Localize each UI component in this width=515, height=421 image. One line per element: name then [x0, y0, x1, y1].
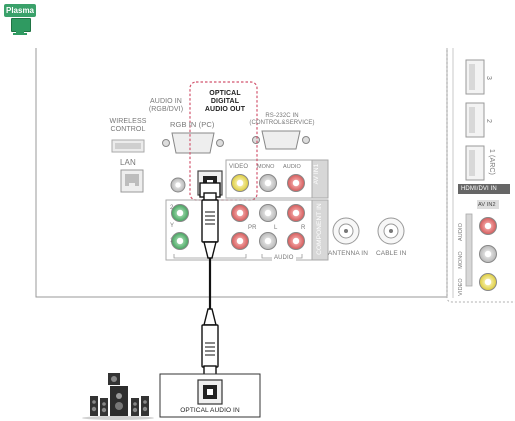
component-y-label: Y	[170, 223, 175, 229]
comp-audio-l-jack	[259, 204, 277, 222]
comp1-pr-jack	[231, 232, 249, 250]
comp1-y-jack	[171, 232, 189, 250]
av1-video-jack	[231, 174, 249, 192]
speaker-system-icon	[82, 373, 154, 420]
plasma-label: Plasma	[4, 4, 36, 17]
tv-back-outline	[35, 48, 447, 298]
mono-label: MONO	[257, 164, 275, 170]
component-1-label: 1	[170, 238, 174, 244]
comp-audio-r-jack	[287, 204, 305, 222]
side-panel-border	[446, 48, 515, 303]
hdmi-3-label: 3	[485, 76, 492, 80]
plasma-badge: Plasma	[4, 4, 36, 35]
rs232c-port	[261, 130, 301, 150]
hdmi-2-label: 2	[485, 119, 492, 123]
av2-video-jack	[479, 273, 497, 291]
optical-cable-top	[199, 182, 221, 259]
cable-in-label: CABLE IN	[376, 250, 407, 257]
lan-label: LAN	[120, 158, 136, 167]
wireless-control-label: WIRELESS CONTROL	[109, 118, 147, 133]
comp2-y-jack	[171, 204, 189, 222]
audio-av1-label: AUDIO	[283, 164, 301, 170]
optical-cable-bottom	[201, 308, 219, 376]
av2-audio-r-jack	[479, 217, 497, 235]
av2-mono-label: MONO	[458, 251, 464, 269]
optical-digital-audio-out-label: OPTICAL DIGITAL AUDIO OUT	[204, 90, 246, 113]
av2-audio-label: AUDIO	[458, 223, 464, 241]
hdmi-dvi-in-label: HDMI/DVI IN	[461, 186, 497, 192]
rgb-in-pc-port	[171, 132, 215, 154]
optical-highlight	[189, 81, 258, 201]
av2-audio-l-jack	[479, 245, 497, 263]
component-audio-label: AUDIO	[272, 254, 296, 262]
av1-audio-l-jack	[259, 174, 277, 192]
component-in-label: COMPONENT IN	[316, 203, 323, 255]
audio-in-label: AUDIO IN (RGB/DVI)	[148, 98, 184, 113]
av-in1-label: AV IN1	[313, 163, 320, 185]
component-l-label: L	[274, 225, 278, 231]
optical-audio-in-label: OPTICAL AUDIO IN	[180, 407, 240, 414]
antenna-in-label: ANTENNA IN	[328, 250, 369, 257]
av2-video-label: VIDEO	[458, 278, 464, 296]
hdmi-dvi-banner	[458, 184, 510, 194]
rgb-in-label: RGB IN (PC)	[170, 120, 215, 129]
component-2-label: 2	[170, 205, 174, 211]
av1-audio-r-jack	[287, 174, 305, 192]
component-r-label: R	[301, 225, 306, 231]
video-label: VIDEO	[229, 164, 249, 170]
component-pr-label: PR	[248, 225, 257, 231]
hdmi-1-arc-label: 1 (ARC)	[488, 149, 495, 175]
audio-in-rgb-jack	[170, 177, 186, 193]
comp2-pr-jack	[231, 204, 249, 222]
av-in2-label: AV IN2	[478, 202, 496, 208]
rs232c-label: RS-232C IN (CONTROL&SERVICE)	[249, 113, 315, 126]
